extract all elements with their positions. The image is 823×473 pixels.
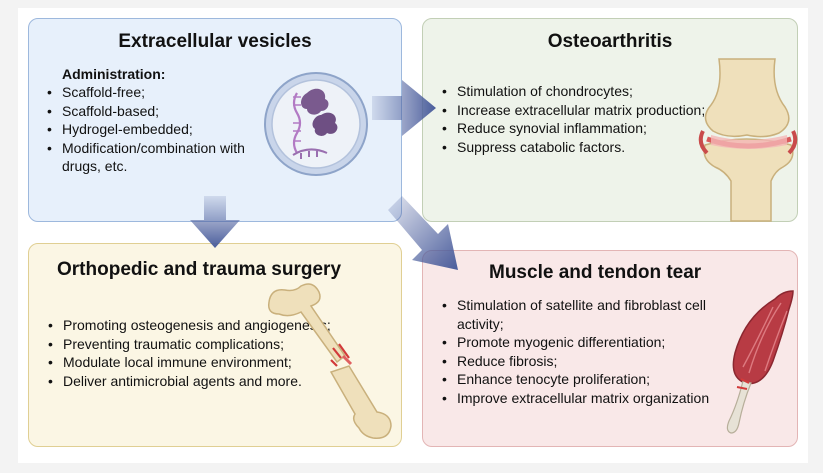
- list-item: Stimulation of chondrocytes;: [440, 82, 715, 101]
- list-item: Suppress catabolic factors.: [440, 138, 715, 157]
- panel-muscle-tendon-tear: Muscle and tendon tear Stimulation of sa…: [422, 250, 798, 447]
- list-item: Scaffold-based;: [45, 102, 277, 121]
- arrow-down-icon: [190, 196, 240, 248]
- list-item: Deliver antimicrobial agents and more.: [46, 372, 376, 391]
- vesicle-icon: [264, 72, 368, 176]
- list-item: Promoting osteogenesis and angiogenesis;: [46, 316, 376, 335]
- list-item: Scaffold-free;: [45, 83, 277, 102]
- oa-list: Stimulation of chondrocytes; Increase ex…: [440, 82, 715, 156]
- list-item: Promote myogenic differentiation;: [440, 333, 722, 352]
- fractured-femur-icon: [267, 283, 392, 439]
- list-item: Reduce fibrosis;: [440, 352, 722, 371]
- arrow-right-icon: [372, 80, 436, 136]
- panel-osteoarthritis: Osteoarthritis Stimulation of chondrocyt…: [422, 18, 798, 222]
- mt-list: Stimulation of satellite and fibroblast …: [440, 296, 722, 407]
- muscle-tendon-icon: [726, 290, 794, 434]
- list-item: Reduce synovial inflammation;: [440, 119, 715, 138]
- ev-list: Scaffold-free; Scaffold-based; Hydrogel-…: [45, 83, 277, 176]
- panel-title-ev: Extracellular vesicles: [118, 31, 312, 52]
- administration-heading: Administration:: [62, 66, 166, 82]
- list-item: Modulate local immune environment;: [46, 353, 376, 372]
- knee-joint-icon: [698, 58, 798, 222]
- list-item: Stimulation of satellite and fibroblast …: [440, 296, 722, 333]
- panel-title-ot: Orthopedic and trauma surgery: [57, 259, 342, 280]
- list-item: Improve extracellular matrix organizatio…: [440, 389, 722, 408]
- list-item: Preventing traumatic complications;: [46, 335, 376, 354]
- ot-list: Promoting osteogenesis and angiogenesis;…: [46, 316, 376, 390]
- list-item: Increase extracellular matrix production…: [440, 101, 715, 120]
- list-item: Modification/combination with drugs, etc…: [45, 139, 277, 176]
- panel-orthopedic-trauma-surgery: Orthopedic and trauma surgery Promoting …: [28, 243, 402, 447]
- panel-title-oa: Osteoarthritis: [547, 31, 673, 52]
- list-item: Enhance tenocyte proliferation;: [440, 370, 722, 389]
- panel-extracellular-vesicles: Extracellular vesicles Administration: S…: [28, 18, 402, 222]
- list-item: Hydrogel-embedded;: [45, 120, 277, 139]
- arrow-diagonal-icon: [388, 196, 458, 270]
- panel-title-mt: Muscle and tendon tear: [489, 262, 702, 283]
